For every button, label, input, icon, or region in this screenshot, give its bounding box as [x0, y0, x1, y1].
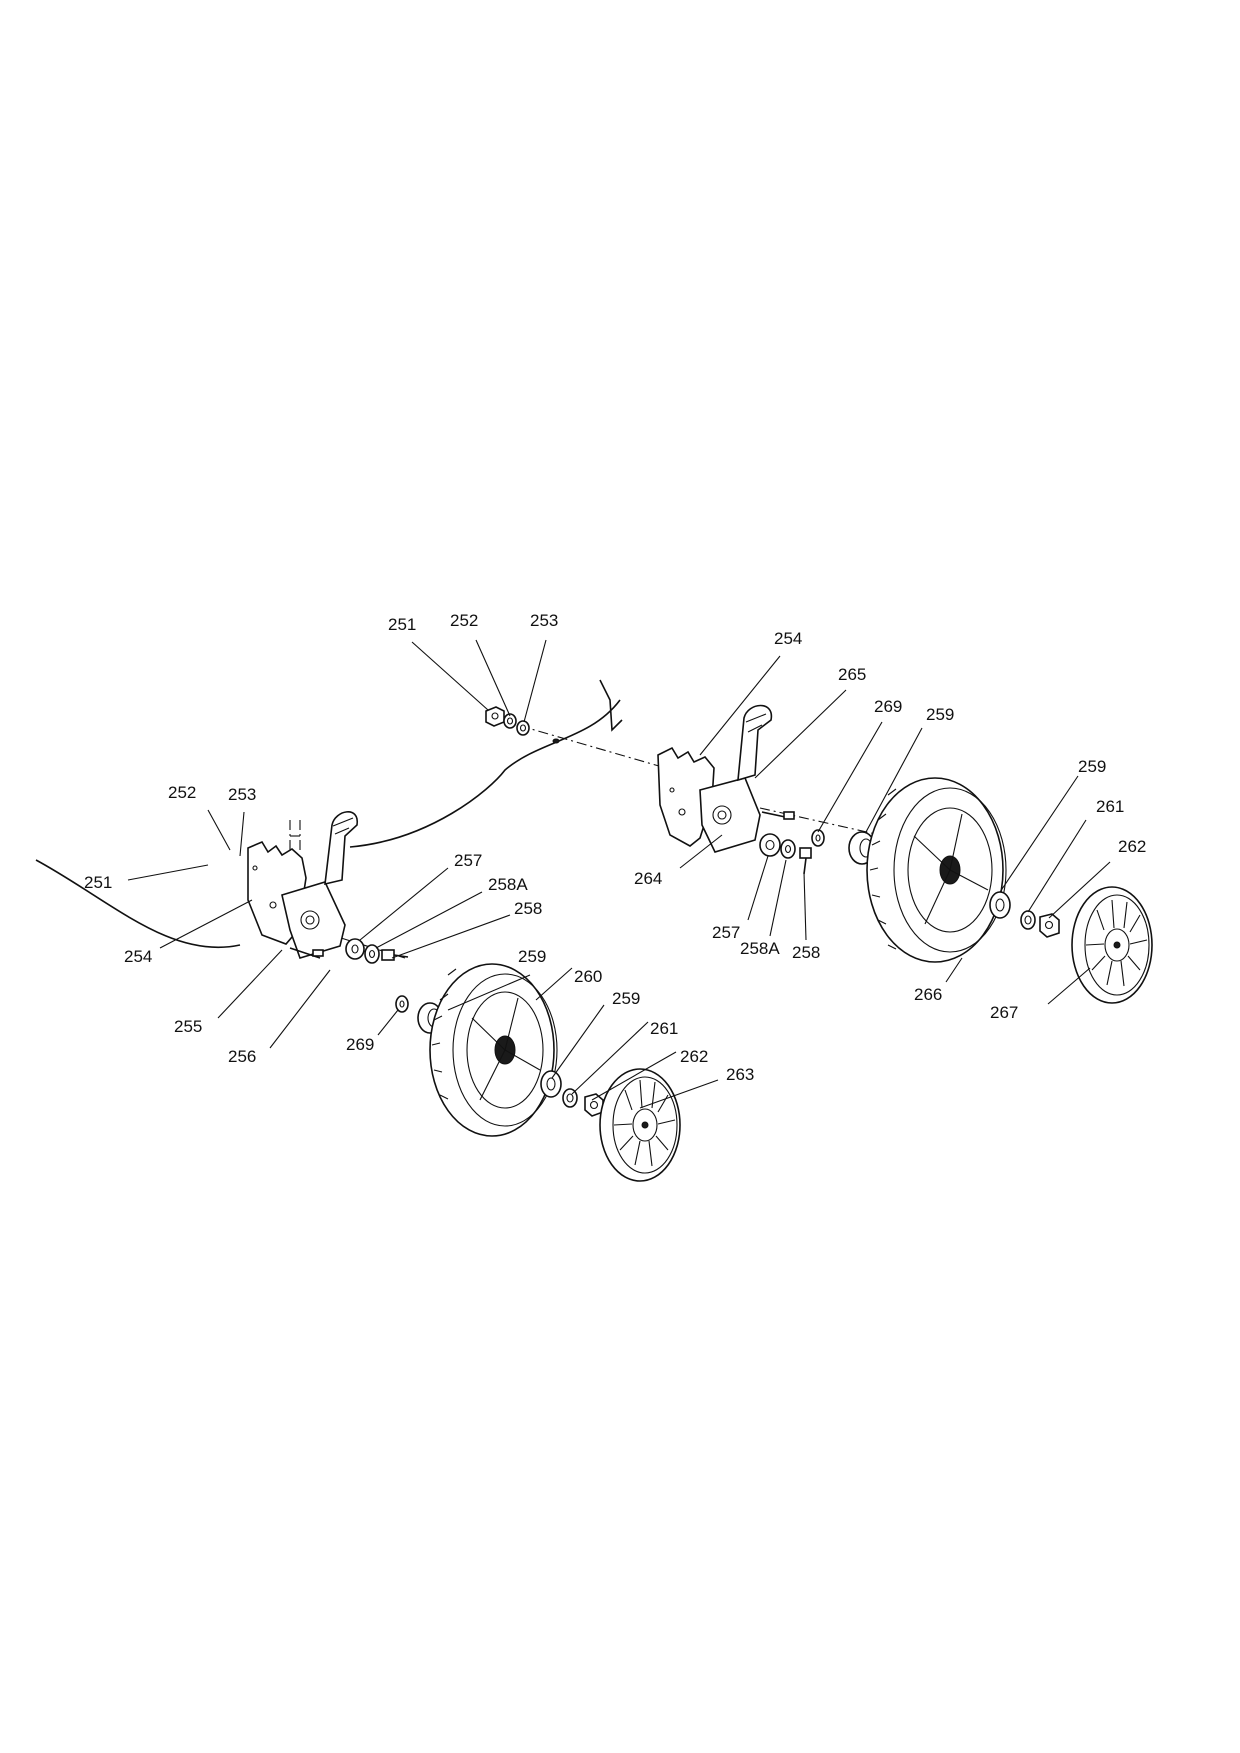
callout-264: 264 [634, 869, 662, 888]
callout-261-right: 261 [1096, 797, 1124, 816]
callout-251-left: 251 [84, 873, 112, 892]
top-pin-detail [552, 738, 560, 744]
right-bolt-258 [799, 847, 812, 875]
top-washer-252 [503, 713, 517, 729]
left-bolt-258 [381, 949, 409, 961]
callout-261-left: 261 [650, 1019, 678, 1038]
callout-253-top: 253 [530, 611, 558, 630]
right-wheel-266 [866, 777, 1007, 963]
top-washer-253 [516, 720, 530, 736]
callout-267: 267 [990, 1003, 1018, 1022]
callout-259-right-outer: 259 [1078, 757, 1106, 776]
callout-251-top: 251 [388, 615, 416, 634]
left-bushing-259-outer [540, 1070, 562, 1098]
callout-257-left: 257 [454, 851, 482, 870]
left-bushing-257 [345, 938, 365, 960]
callout-labels: 251 252 253 254 252 253 251 254 255 256 … [84, 611, 1146, 1084]
left-washer-261 [562, 1088, 578, 1108]
callout-263: 263 [726, 1065, 754, 1084]
left-washer-269 [395, 995, 409, 1013]
callout-259-left-inner: 259 [518, 947, 546, 966]
assembly-axis-lines [321, 719, 881, 959]
callout-259-left-outer: 259 [612, 989, 640, 1008]
callout-258-left: 258 [514, 899, 542, 918]
callout-265: 265 [838, 665, 866, 684]
left-hubcap-263 [599, 1068, 681, 1182]
callout-269-right: 269 [874, 697, 902, 716]
right-nut-262 [1039, 913, 1060, 938]
callout-253-left: 253 [228, 785, 256, 804]
right-washer-261 [1020, 910, 1036, 930]
callout-258a-left: 258A [488, 875, 528, 894]
left-height-adjuster [247, 811, 358, 959]
left-washer-258a [364, 944, 380, 964]
callout-254-left: 254 [124, 947, 152, 966]
callout-256: 256 [228, 1047, 256, 1066]
callout-252-top: 252 [450, 611, 478, 630]
callout-266: 266 [914, 985, 942, 1004]
callout-254-right: 254 [774, 629, 802, 648]
callout-258a-right: 258A [740, 939, 780, 958]
callout-255: 255 [174, 1017, 202, 1036]
callout-262-left: 262 [680, 1047, 708, 1066]
callout-252-left: 252 [168, 783, 196, 802]
callout-262-right: 262 [1118, 837, 1146, 856]
top-nut-251 [485, 706, 505, 727]
right-bushing-257 [759, 833, 781, 857]
mower-deck-outline [35, 679, 623, 949]
right-height-adjuster [657, 704, 795, 853]
callout-259-right-inner: 259 [926, 705, 954, 724]
right-washer-269 [811, 829, 825, 847]
leader-lines [127, 639, 1111, 1109]
callout-257-right: 257 [712, 923, 740, 942]
right-bushing-259-outer [989, 891, 1011, 919]
right-hubcap-267 [1071, 886, 1153, 1004]
right-washer-258a [780, 839, 796, 859]
callout-260: 260 [574, 967, 602, 986]
left-wheel-260 [429, 963, 558, 1137]
callout-258-right: 258 [792, 943, 820, 962]
callout-269-left: 269 [346, 1035, 374, 1054]
